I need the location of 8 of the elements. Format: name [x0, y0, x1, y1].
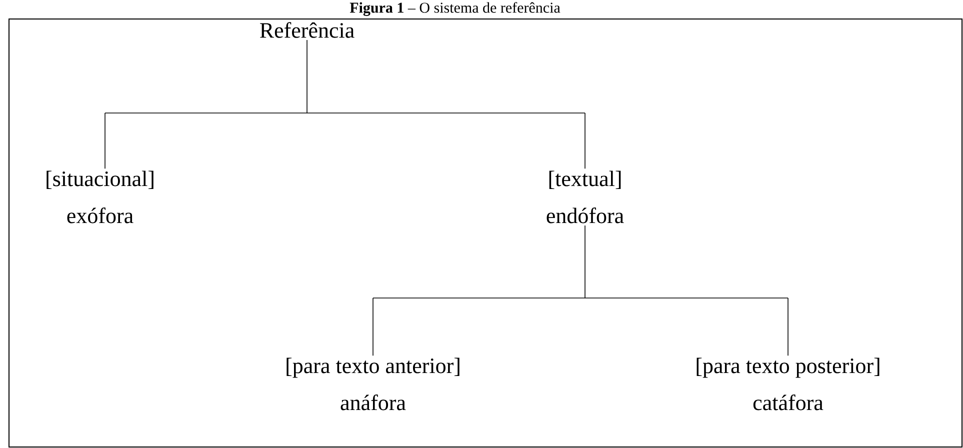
tree-label: Referência	[260, 22, 354, 38]
tree-label: [textual] endófora	[546, 170, 624, 224]
figure-title: Figura 1 – O sistema de referência	[348, 1, 562, 17]
tree-label: [situacional] exófora	[46, 170, 154, 224]
tree-connector	[372, 225, 788, 356]
tree-connector	[104, 40, 586, 169]
tree-label: [para texto posterior] catáfora	[696, 358, 880, 410]
tree-label: [para texto anterior] anáfora	[286, 358, 460, 410]
